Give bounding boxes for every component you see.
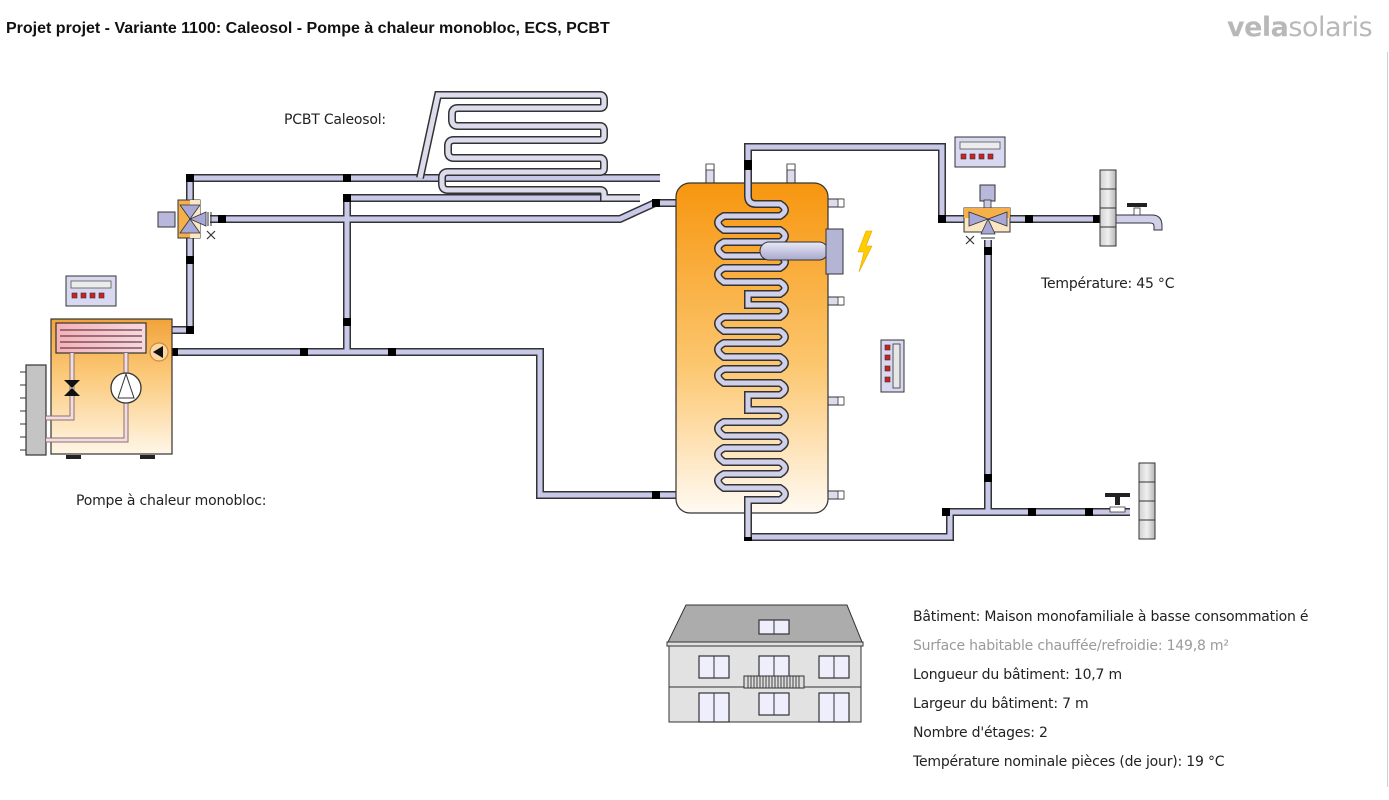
pipe-network xyxy=(150,143,1150,541)
heat-pump-unit xyxy=(20,318,173,459)
heat-pump-label: Pompe à chaleur monobloc: xyxy=(76,493,267,509)
floor-count: Nombre d'étages: 2 xyxy=(913,725,1048,741)
heated-area: Surface habitable chauffée/refroidie: 14… xyxy=(913,638,1229,654)
mixing-valve-controller xyxy=(954,136,1006,168)
right-border-divider xyxy=(1387,52,1388,787)
heat-exchanger-coil xyxy=(714,170,789,537)
building-type: Bâtiment: Maison monofamiliale à basse c… xyxy=(913,609,1309,625)
floor-heating-label: PCBT Caleosol: xyxy=(284,112,386,128)
building-info-panel: Bâtiment: Maison monofamiliale à basse c… xyxy=(913,608,1387,782)
page-title: Projet projet - Variante 1100: Caleosol … xyxy=(6,20,610,37)
logo-bold: vela xyxy=(1227,12,1289,43)
heat-pump-controller xyxy=(65,275,117,307)
expansion-valve-icon xyxy=(64,380,80,396)
cold-water-inlet xyxy=(1105,462,1156,540)
hot-water-tap xyxy=(1099,169,1163,247)
lightning-icon xyxy=(857,230,873,273)
floor-heating-loop xyxy=(416,91,640,202)
vela-solaris-logo: velasolaris xyxy=(1227,12,1373,43)
tank-sensor-panel xyxy=(880,339,905,393)
building-width: Largeur du bâtiment: 7 m xyxy=(913,696,1089,712)
nominal-room-temperature: Température nominale pièces (de jour): 1… xyxy=(913,754,1225,770)
mixing-valve xyxy=(963,184,1011,245)
dhw-temperature-label: Température: 45 °C xyxy=(1041,276,1175,292)
storage-tank xyxy=(675,163,873,537)
pipe-junction-markers xyxy=(170,160,1101,541)
electric-heater xyxy=(759,228,844,275)
building-length: Longueur du bâtiment: 10,7 m xyxy=(913,667,1122,683)
building-illustration xyxy=(666,604,864,723)
logo-light: solaris xyxy=(1288,12,1373,43)
three-way-valve xyxy=(157,199,216,240)
